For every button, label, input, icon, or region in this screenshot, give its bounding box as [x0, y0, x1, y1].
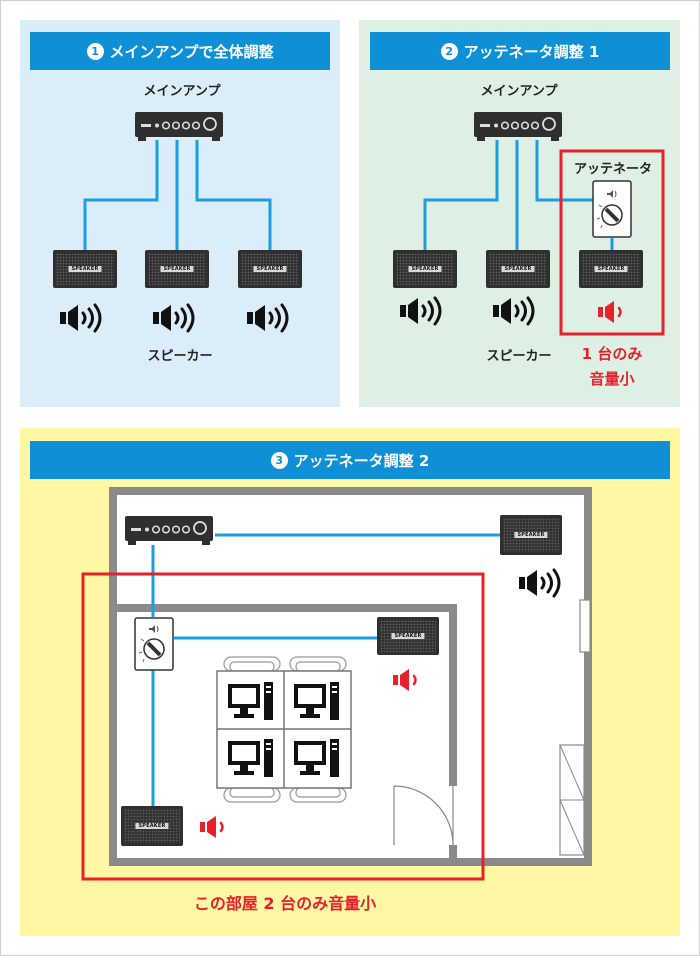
panel2-speaker-1: SPEAKER: [393, 250, 457, 288]
speaker-tag: SPEAKER: [253, 266, 287, 272]
panel1-amp-label: メインアンプ: [143, 84, 221, 99]
panel3-quiet-sound-icon-left: [200, 816, 224, 838]
panel2-speaker-3: SPEAKER: [579, 250, 643, 288]
panel3-speaker-hall: SPEAKER: [500, 515, 562, 555]
panel2-amp-label: メインアンプ: [480, 84, 558, 99]
panel3-main-amp-icon: [125, 516, 213, 545]
panel2-title-bar: 2 アッテネータ調整 1: [370, 32, 670, 70]
panel3-title: アッテネータ調整 2: [293, 451, 430, 470]
panel2-highlight-frame: [559, 149, 665, 336]
panel3-speaker-room-right: SPEAKER: [377, 617, 439, 655]
panel3-quiet-sound-icon-right: [393, 669, 417, 691]
panel2-loud-sound-icon-1: [400, 296, 442, 326]
desks-and-chairs: [216, 656, 352, 803]
panel1-speaker-2: SPEAKER: [145, 250, 209, 288]
panel1-title: メインアンプで全体調整: [109, 42, 274, 61]
panel3-loud-sound-icon: [519, 568, 561, 598]
panel2-title: アッテネータ調整 1: [463, 42, 600, 61]
panel2-attenuator-label: アッテネータ: [573, 162, 652, 177]
panel1-number-badge: 1: [86, 42, 104, 60]
speaker-tag: SPEAKER: [160, 266, 194, 272]
panel-main-amp-adjust: [20, 20, 340, 407]
panel1-speaker-1: SPEAKER: [53, 250, 117, 288]
panel2-note-line2: 音量小: [589, 370, 635, 388]
panel3-attenuator-icon: [134, 617, 174, 671]
panel1-title-bar: 1 メインアンプで全体調整: [30, 32, 330, 70]
panel1-loud-sound-icon-3: [247, 303, 289, 333]
panel2-number-badge: 2: [440, 42, 458, 60]
panel1-main-amp-icon: [135, 112, 223, 141]
panel1-wires: [83, 140, 272, 250]
panel2-speaker-2: SPEAKER: [486, 250, 550, 288]
panel2-note-line1: 1 台のみ: [581, 345, 643, 363]
computer-icon-1: [228, 682, 273, 720]
panel1-loud-sound-icon-2: [153, 303, 195, 333]
panel3-number-badge: 3: [270, 451, 288, 469]
speaker-tag: SPEAKER: [68, 266, 102, 272]
computer-icon-4: [294, 739, 339, 777]
panel2-loud-sound-icon-2: [493, 296, 535, 326]
panel3-room-note: この部屋 2 台のみ音量小: [193, 894, 377, 913]
panel1-speaker-3: SPEAKER: [238, 250, 302, 288]
panel2-speakers-label: スピーカー: [486, 349, 552, 364]
speaker-tag: SPEAKER: [391, 633, 425, 639]
speaker-tag: SPEAKER: [135, 823, 169, 829]
panel1-speakers-label: スピーカー: [147, 349, 213, 364]
panel2-quiet-sound-icon: [598, 301, 622, 323]
panel3-title-bar: 3 アッテネータ調整 2: [30, 441, 670, 479]
panel1-loud-sound-icon-1: [60, 303, 102, 333]
speaker-tag: SPEAKER: [594, 266, 628, 272]
panel2-attenuator-icon: [592, 180, 632, 238]
panel3-wires: [151, 533, 500, 808]
panel3-highlight-frame: [81, 572, 485, 881]
speaker-tag: SPEAKER: [501, 266, 535, 272]
panel2-wires: [423, 140, 614, 250]
speaker-tag: SPEAKER: [408, 266, 442, 272]
panel2-main-amp-icon: [474, 112, 562, 141]
computer-icon-2: [294, 682, 339, 720]
computer-icon-3: [228, 739, 273, 777]
speaker-tag: SPEAKER: [514, 532, 548, 538]
panel3-speaker-room-left: SPEAKER: [121, 806, 183, 846]
